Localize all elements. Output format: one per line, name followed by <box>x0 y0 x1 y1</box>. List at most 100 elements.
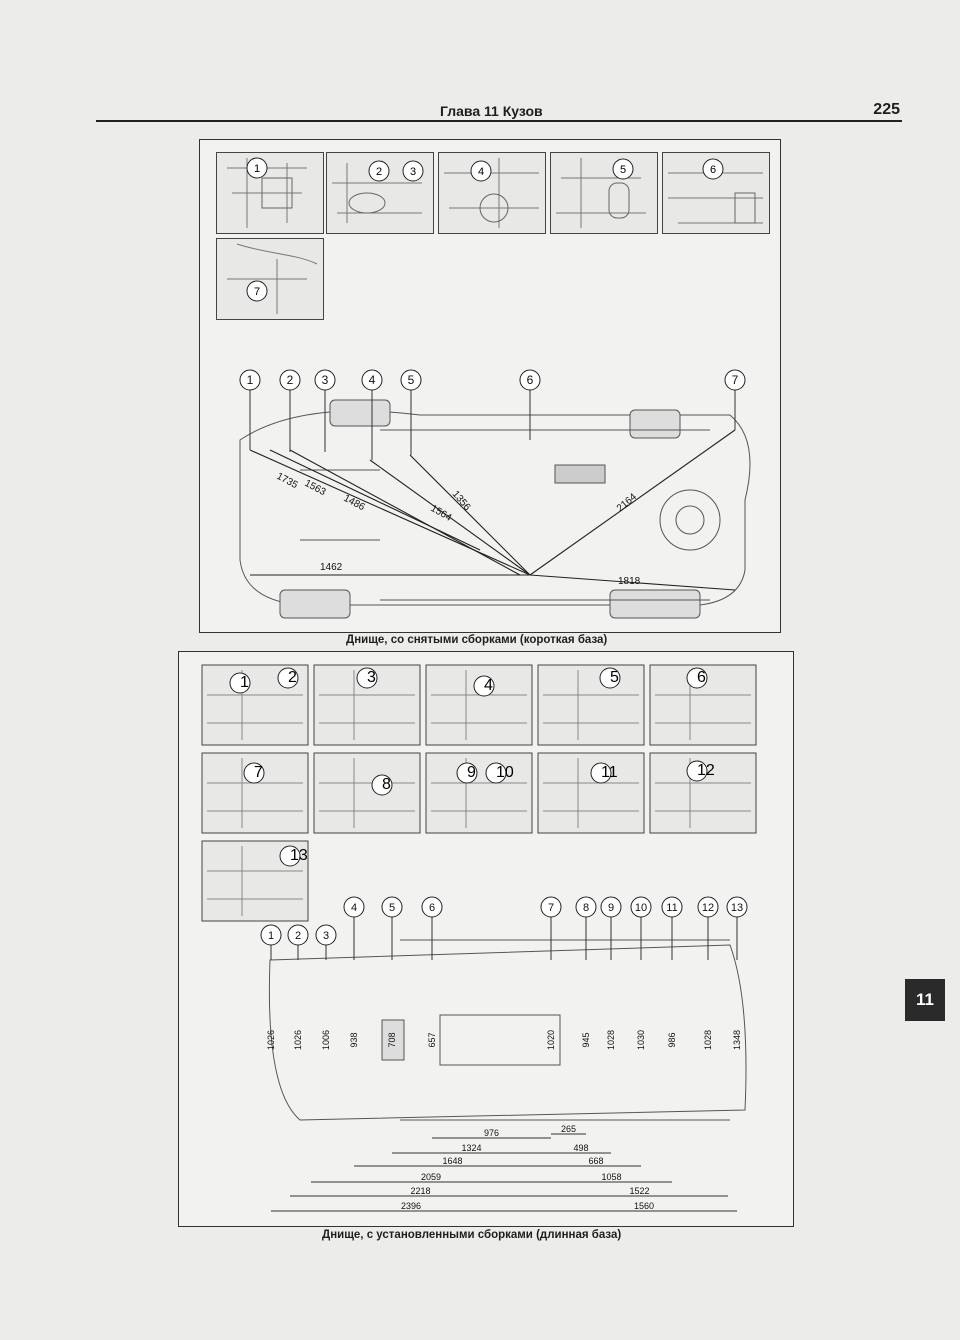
detail-photo <box>425 752 533 834</box>
horizontal-dimension: 668 <box>588 1156 603 1166</box>
thumb-callout-6-label: 6 <box>697 669 706 686</box>
callout-8 <box>575 896 597 918</box>
thumb-callout-1 <box>229 672 251 694</box>
figure-2-caption: Днище, с установленными сборками (длинна… <box>322 1229 622 1241</box>
figure-1-caption: Днище, со снятыми сборками (короткая баз… <box>346 634 608 646</box>
page-header: Глава 11 Кузов 225 <box>96 101 902 122</box>
horizontal-dimension: 1058 <box>601 1172 621 1182</box>
horizontal-dimension: 1648 <box>442 1156 462 1166</box>
callout-6 <box>421 896 443 918</box>
svg-text:1462: 1462 <box>320 562 343 573</box>
callout-5-label: 5 <box>389 902 395 914</box>
detail-photo-7: 7 <box>216 238 324 320</box>
callout-9 <box>600 896 622 918</box>
callout-3-label: 3 <box>323 930 329 942</box>
horizontal-dimension: 2059 <box>421 1172 441 1182</box>
callout-7 <box>724 369 746 391</box>
vertical-dimension: 1348 <box>732 1030 742 1050</box>
callout-5 <box>381 896 403 918</box>
thumb-callout-3 <box>356 667 378 689</box>
callout-4-label: 4 <box>369 373 376 387</box>
horizontal-dimension: 976 <box>484 1128 499 1138</box>
thumb-callout-9-label: 9 <box>467 764 476 781</box>
svg-text:2: 2 <box>376 166 382 178</box>
vertical-dimension: 1030 <box>636 1030 646 1050</box>
callout-11 <box>661 896 683 918</box>
thumb-label: 1 <box>254 163 260 175</box>
thumb-callout-13 <box>279 845 301 867</box>
callout-2 <box>287 924 309 946</box>
thumb-callout-2-label: 2 <box>288 669 297 686</box>
callout-11-label: 11 <box>666 902 677 914</box>
photo-detail-lines <box>319 758 415 828</box>
horizontal-dimension: 1522 <box>629 1186 649 1196</box>
vertical-dimension: 1026 <box>293 1030 303 1050</box>
callout-12 <box>697 896 719 918</box>
callout-1 <box>239 369 261 391</box>
callout-2-label: 2 <box>287 373 294 387</box>
thumb-callout-10-label: 10 <box>496 764 514 781</box>
callout-3 <box>315 924 337 946</box>
thumb-callout-7 <box>243 762 265 784</box>
chapter-side-tab: 11 <box>905 979 945 1021</box>
vertical-dimension: 945 <box>581 1032 591 1047</box>
callout-6-label: 6 <box>429 902 435 914</box>
callout-2-label: 2 <box>295 930 301 942</box>
horizontal-dimension: 1560 <box>634 1201 654 1211</box>
svg-text:6: 6 <box>710 164 716 176</box>
callout-13-label: 13 <box>731 902 743 914</box>
thumb-callout-3-label: 3 <box>367 669 376 686</box>
vertical-dimension: 1026 <box>266 1030 276 1050</box>
callout-10 <box>630 896 652 918</box>
photo-detail-lines <box>319 670 415 740</box>
detail-photo-6: 6 <box>662 152 770 234</box>
callout-7-label: 7 <box>548 902 554 914</box>
callout-12-label: 12 <box>702 902 714 914</box>
horizontal-dimension: 1324 <box>461 1143 481 1153</box>
photo-detail-lines <box>543 670 639 740</box>
thumb-callout-8 <box>371 774 393 796</box>
callout-3-label: 3 <box>322 373 329 387</box>
callout-10-label: 10 <box>635 902 647 914</box>
thumb-callout-4 <box>473 675 495 697</box>
callout-1 <box>260 924 282 946</box>
thumb-callout-1-label: 1 <box>240 674 249 691</box>
callout-5-label: 5 <box>408 373 415 387</box>
thumb-callout-5 <box>599 667 621 689</box>
vertical-dimension: 1028 <box>703 1030 713 1050</box>
thumb-callout-8-label: 8 <box>382 776 391 793</box>
thumb-callout-5-label: 5 <box>610 669 619 686</box>
page-number: 225 <box>873 101 900 118</box>
callout-4 <box>361 369 383 391</box>
vertical-dimension: 938 <box>349 1032 359 1047</box>
detail-photo-5: 5 <box>550 152 658 234</box>
svg-text:4: 4 <box>478 166 484 178</box>
horizontal-dimension: 2218 <box>410 1186 430 1196</box>
callout-3 <box>314 369 336 391</box>
horizontal-dimension: 2396 <box>401 1201 421 1211</box>
svg-text:5: 5 <box>620 164 626 176</box>
thumb-callout-13-label: 13 <box>290 847 308 864</box>
callout-4 <box>343 896 365 918</box>
callout-6-label: 6 <box>527 373 534 387</box>
detail-photo-4: 4 <box>438 152 546 234</box>
thumb-callout-9 <box>456 762 478 784</box>
thumb-callout-11 <box>590 762 612 784</box>
thumb-callout-12-label: 12 <box>697 762 715 779</box>
svg-text:1818: 1818 <box>618 576 641 587</box>
vertical-dimension: 657 <box>427 1032 437 1047</box>
callout-8-label: 8 <box>583 902 589 914</box>
callout-9-label: 9 <box>608 902 614 914</box>
svg-text:7: 7 <box>254 286 260 298</box>
photo-detail-lines <box>207 846 303 916</box>
callout-4-label: 4 <box>351 902 357 914</box>
detail-photo-2-3: 2 3 <box>326 152 434 234</box>
chapter-title: Глава 11 Кузов <box>440 103 543 119</box>
thumb-callout-12 <box>686 760 708 782</box>
thumb-callout-2 <box>277 667 299 689</box>
detail-photo-1: 1 <box>216 152 324 234</box>
detail-photo <box>537 752 645 834</box>
horizontal-dimension: 265 <box>561 1124 576 1134</box>
